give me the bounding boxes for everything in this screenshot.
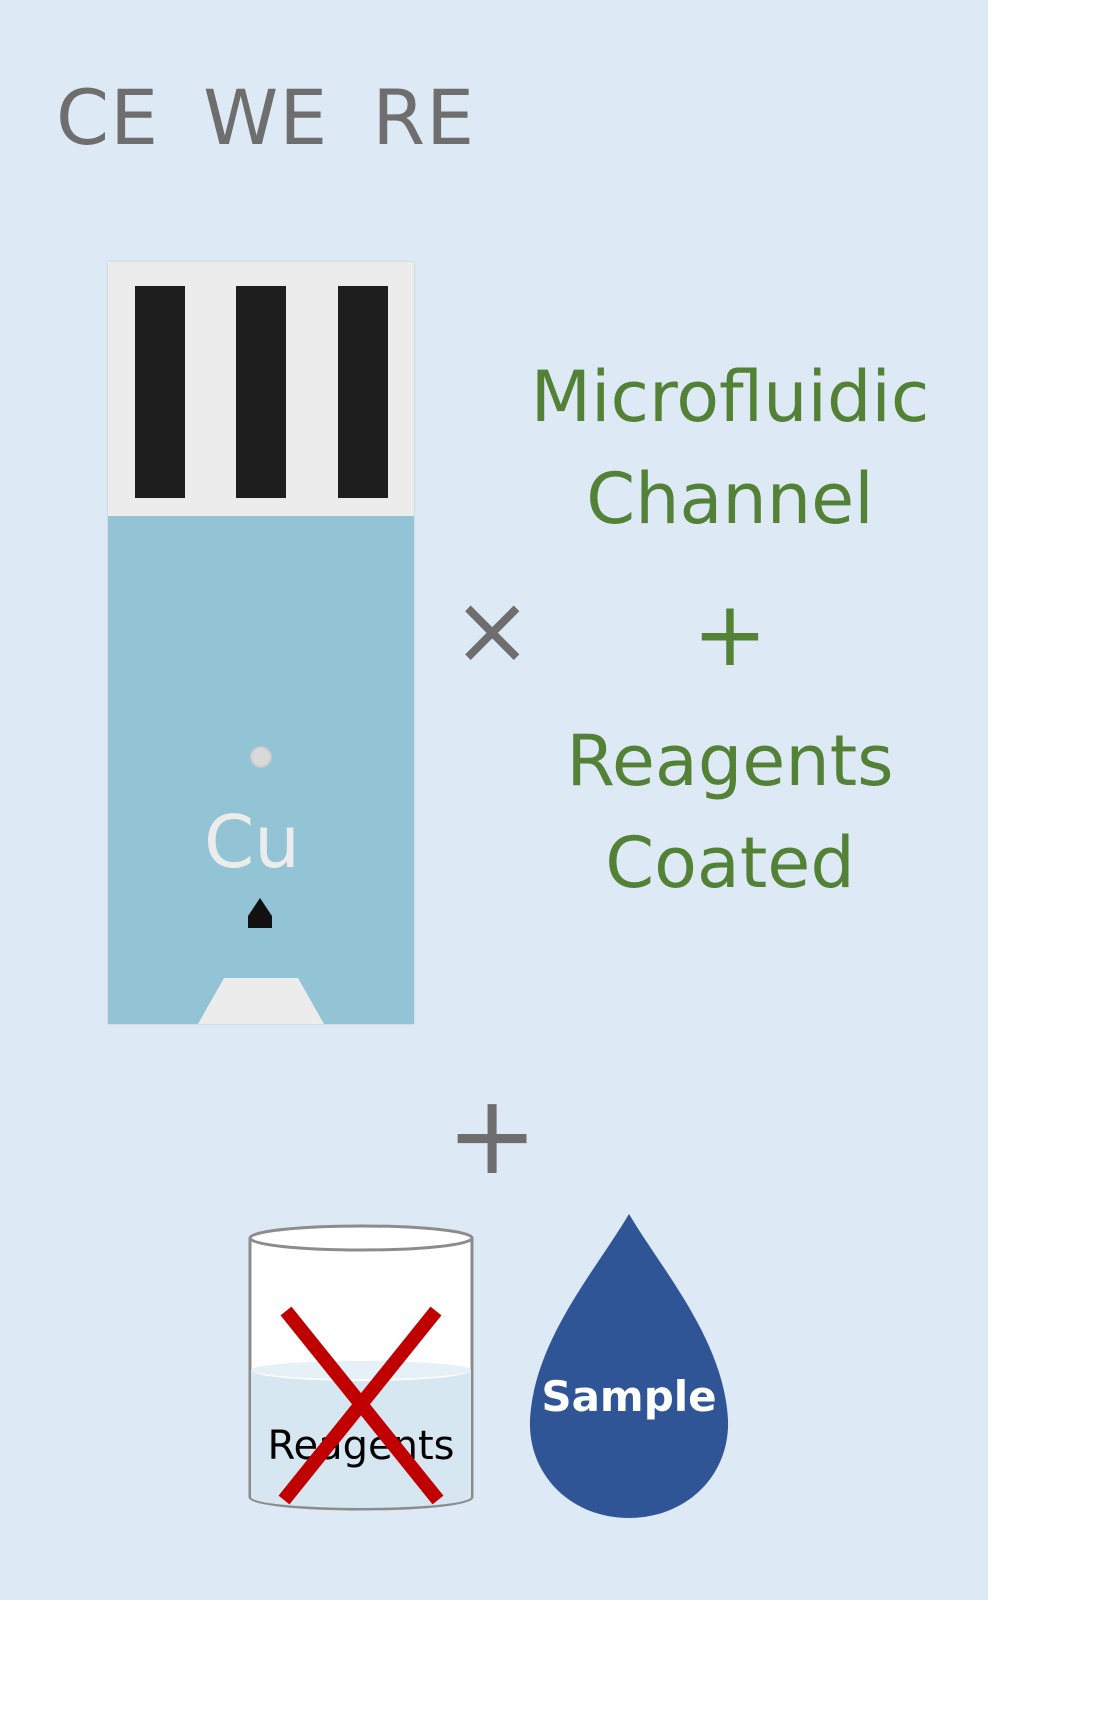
feature-line-3: Reagents xyxy=(566,720,894,802)
sample-inlet xyxy=(198,978,324,1024)
strip-body: Cu xyxy=(108,516,414,1024)
feature-line-1: Microfluidic xyxy=(530,356,930,438)
sample-droplet xyxy=(529,1214,729,1518)
reagent-container-label: Reagents xyxy=(267,1423,455,1469)
electrode-label-we: WE xyxy=(203,73,329,162)
feature-line-4: Coated xyxy=(605,822,855,904)
diagram-panel: CE WE RE Cu × Microfluidic Channel + Rea… xyxy=(0,0,988,1600)
electrode-contact-ce xyxy=(135,286,185,498)
inlet-arrow-marker xyxy=(248,898,272,928)
strip-inlet-shapes xyxy=(198,898,324,1024)
strip-contact-area xyxy=(108,262,414,516)
strip-element-label: Cu xyxy=(204,800,300,884)
multiply-sign: × xyxy=(452,574,533,686)
electrode-label-re: RE xyxy=(372,73,476,162)
feature-plus: + xyxy=(692,582,768,687)
liquid-surface xyxy=(251,1361,471,1379)
cross-out-mark xyxy=(278,1306,444,1505)
electrode-contact-we xyxy=(236,286,286,498)
sample-label: Sample xyxy=(541,1372,717,1421)
feature-line-2: Channel xyxy=(586,458,874,540)
container-rim xyxy=(248,1224,474,1252)
electrode-labels: CE WE RE xyxy=(56,80,475,156)
test-strip: Cu xyxy=(108,262,414,1024)
plus-sign: + xyxy=(446,1071,539,1199)
electrode-contact-re xyxy=(338,286,388,498)
electrode-label-ce: CE xyxy=(56,73,160,162)
vent-hole xyxy=(250,746,272,768)
cross-stroke-2 xyxy=(278,1306,442,1505)
droplet-icon xyxy=(529,1214,729,1518)
